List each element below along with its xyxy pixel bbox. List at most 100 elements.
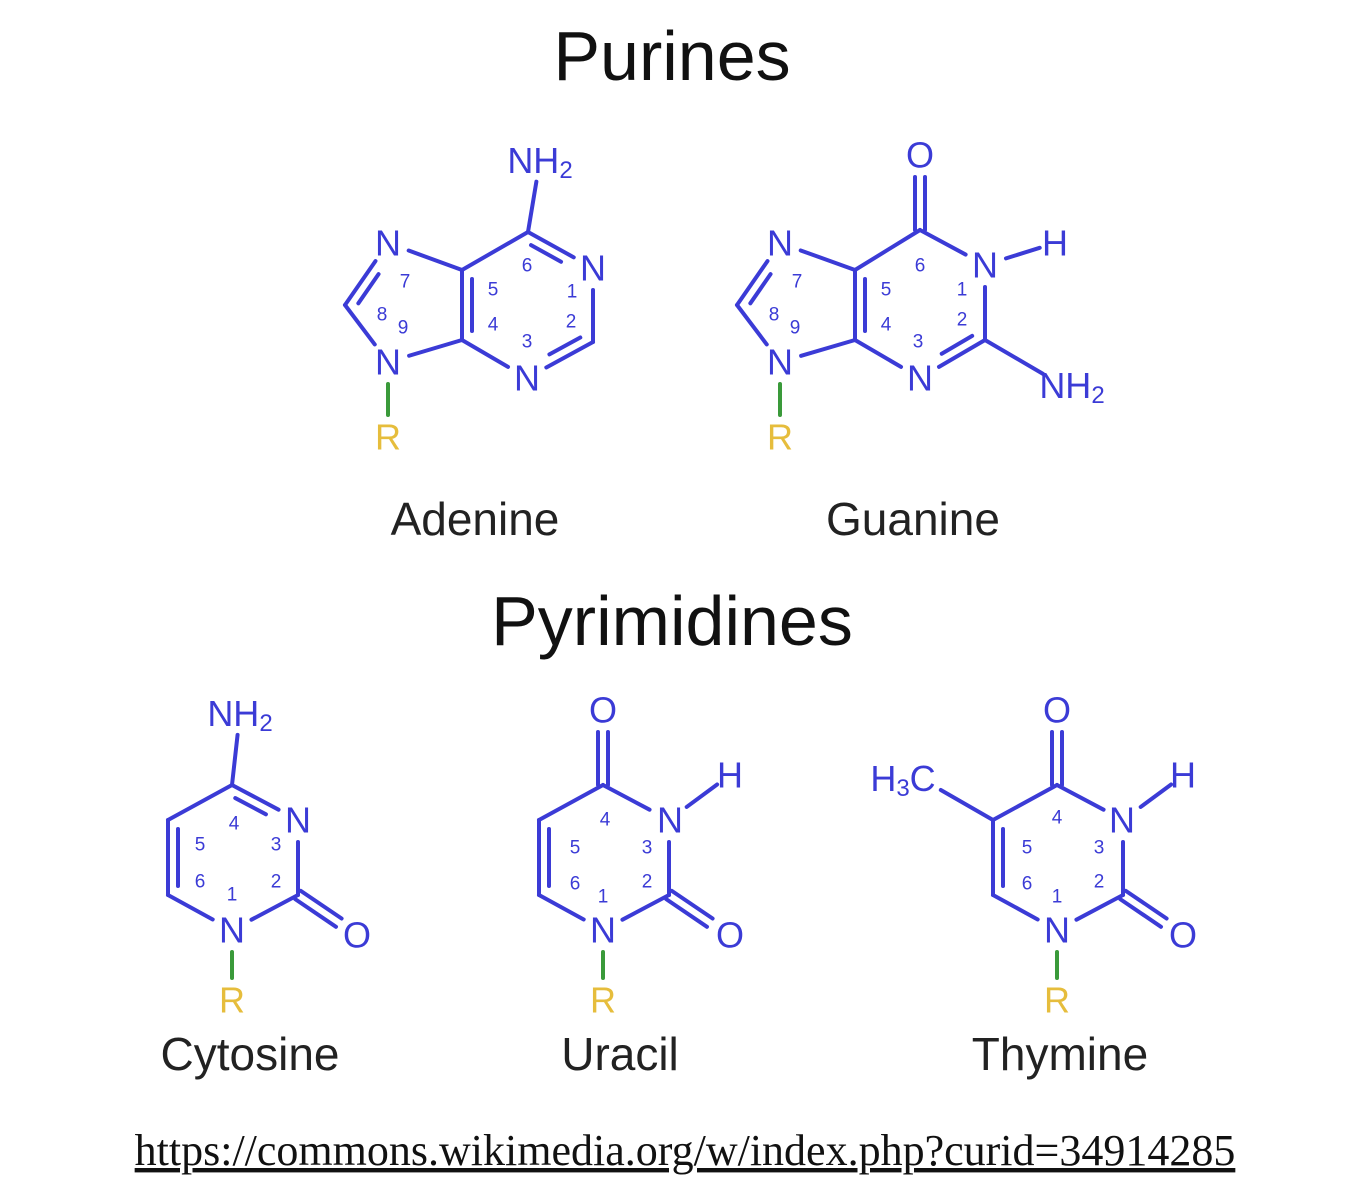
- bond: [1118, 897, 1163, 929]
- bond: [1123, 888, 1169, 921]
- bond: [298, 888, 344, 921]
- bond: [748, 272, 773, 306]
- r-group: R: [590, 980, 616, 1021]
- ring-number: 4: [881, 315, 892, 336]
- bond: [537, 783, 605, 822]
- bond: [166, 783, 234, 822]
- atom-o: O: [1169, 915, 1197, 956]
- bond: [526, 230, 576, 260]
- bond: [991, 893, 1040, 922]
- atom-n9: N: [767, 342, 793, 383]
- guanine-structure: O N H NH2 N N N R 1 2 3 4 5 6 7 8 9: [767, 135, 1105, 458]
- bond: [735, 303, 769, 347]
- ring-number: 2: [1094, 872, 1105, 893]
- ring-number: 6: [195, 872, 206, 893]
- title-purines: Purines: [553, 17, 790, 95]
- bond: [406, 248, 464, 272]
- ring-number: 3: [913, 332, 924, 353]
- bond: [735, 259, 770, 307]
- bond: [526, 179, 539, 234]
- bond: [230, 783, 281, 812]
- bond: [798, 248, 857, 272]
- bond: [983, 338, 1046, 376]
- atom-n3: N: [657, 800, 683, 841]
- bond: [343, 259, 378, 307]
- bond: [249, 893, 300, 922]
- bond: [407, 338, 464, 358]
- label-guanine: Guanine: [826, 493, 1000, 545]
- bond: [853, 228, 922, 272]
- atom-n1: N: [580, 248, 606, 289]
- bond: [669, 888, 715, 921]
- bond: [1055, 783, 1106, 812]
- ring-number: 5: [195, 835, 206, 856]
- atom-n1: N: [972, 245, 998, 286]
- cytosine-structure: NH2 N O N R 1 2 3 4 5 6: [195, 693, 371, 1021]
- bond: [293, 897, 338, 929]
- ring-number: 3: [642, 838, 653, 859]
- bonds: [166, 175, 1174, 980]
- ring-number: 9: [398, 318, 409, 339]
- ring-number: 4: [488, 315, 499, 336]
- ring-number: 7: [792, 272, 803, 293]
- ring-number: 3: [271, 835, 282, 856]
- atom-h: H: [1170, 755, 1196, 796]
- bond: [529, 243, 564, 264]
- label-adenine: Adenine: [391, 493, 560, 545]
- ring-number: 9: [790, 318, 801, 339]
- bond: [939, 333, 975, 356]
- atom-n1: N: [219, 910, 245, 951]
- r-group: R: [219, 980, 245, 1021]
- bond: [544, 340, 595, 370]
- bond: [356, 272, 381, 306]
- label-uracil: Uracil: [561, 1028, 679, 1080]
- bond: [1003, 245, 1042, 261]
- bond: [918, 228, 968, 257]
- bond: [1074, 893, 1125, 922]
- atom-n3: N: [1109, 800, 1135, 841]
- ring-number: 5: [570, 838, 581, 859]
- ring-number: 5: [881, 280, 892, 301]
- r-group: R: [1044, 980, 1070, 1021]
- uracil-structure: O N H O N R 1 2 3 4 5 6: [570, 690, 744, 1021]
- title-pyrimidines: Pyrimidines: [491, 582, 853, 660]
- label-cytosine: Cytosine: [161, 1028, 340, 1080]
- atom-n3: N: [514, 358, 540, 399]
- atom-nh2: NH2: [207, 693, 272, 737]
- bond: [547, 335, 583, 357]
- bond: [938, 787, 995, 822]
- bond: [664, 897, 709, 929]
- adenine-structure: NH2 N N N N R 1 2 3 4 5 6 7 8 9: [375, 140, 606, 458]
- ring-number: 5: [1022, 838, 1033, 859]
- source-link[interactable]: https://commons.wikimedia.org/w/index.ph…: [135, 1126, 1236, 1175]
- ring-number: 8: [377, 305, 388, 326]
- atom-n3: N: [907, 358, 933, 399]
- ring-number: 4: [229, 814, 240, 835]
- ring-number: 6: [570, 874, 581, 895]
- ring-number: 2: [957, 310, 968, 331]
- bond: [684, 782, 720, 809]
- ring-number: 3: [1094, 838, 1105, 859]
- atom-nh2: NH2: [1039, 365, 1104, 409]
- bond: [1138, 782, 1174, 809]
- bond: [991, 783, 1059, 822]
- bond: [601, 783, 652, 812]
- r-group: R: [375, 417, 401, 458]
- ring-number: 4: [600, 810, 611, 831]
- atom-h: H: [717, 755, 743, 796]
- ring-number: 7: [400, 272, 411, 293]
- ring-number: 4: [1052, 808, 1063, 829]
- atom-n: NH2: [507, 140, 572, 184]
- ring-number: 1: [567, 282, 578, 303]
- atom-o: O: [716, 915, 744, 956]
- ring-number: 6: [522, 256, 533, 277]
- atom-n7: N: [375, 223, 401, 264]
- bond: [166, 893, 215, 922]
- ring-number: 5: [488, 280, 499, 301]
- bond: [799, 338, 857, 358]
- bond: [230, 732, 240, 787]
- atom-n3: N: [285, 800, 311, 841]
- ring-number: 1: [957, 280, 968, 301]
- ring-number: 1: [598, 887, 609, 908]
- atom-n9: N: [375, 342, 401, 383]
